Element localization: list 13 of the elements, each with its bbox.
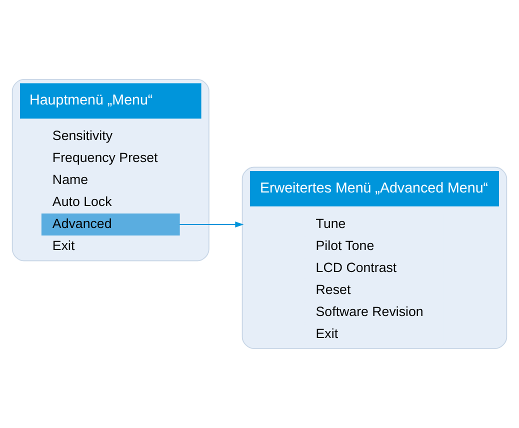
node-text: Tune (316, 216, 346, 232)
arrow (179, 221, 244, 228)
node-text: Name (52, 172, 88, 188)
node-text: Sensitivity (52, 128, 113, 144)
node-text: Pilot Tone (316, 238, 374, 253)
node-text: Auto Lock (52, 194, 112, 210)
node-box: Advanced (41, 214, 180, 236)
node-text: Exit (316, 326, 338, 341)
node-text: Frequency Preset (52, 150, 158, 166)
node-text: Reset (316, 282, 351, 297)
node-text: Exit (52, 238, 75, 253)
node-text: Software Revision (316, 304, 424, 319)
node-text: LCD Contrast (316, 260, 397, 275)
